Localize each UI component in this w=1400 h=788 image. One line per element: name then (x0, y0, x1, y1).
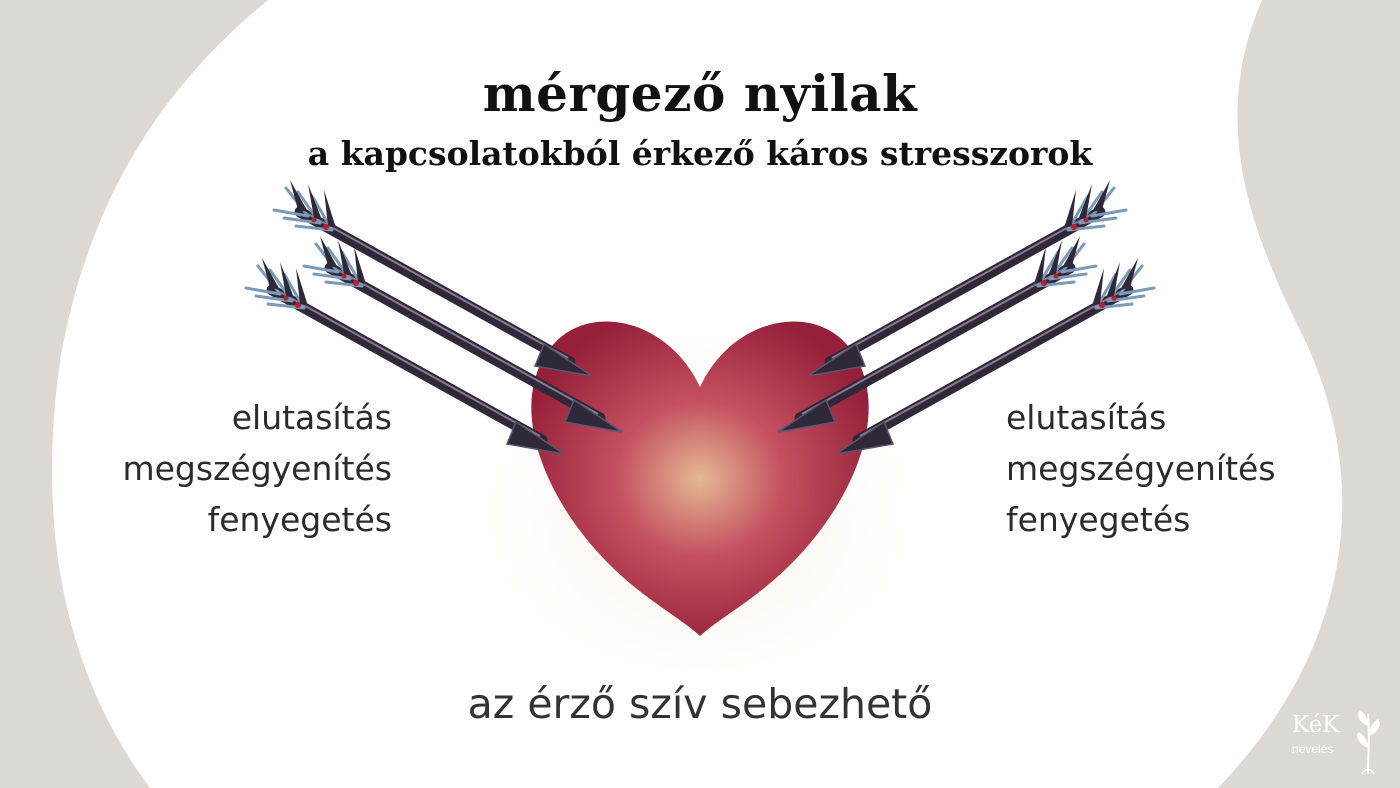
tagline: az érző szív sebezhető (467, 680, 933, 728)
logo-name: KéK (1292, 712, 1340, 738)
left-stressor-item: elutasítás (231, 398, 392, 437)
right-stressor-item: elutasítás (1006, 398, 1167, 437)
left-stressor-list: elutasítás megszégyenítés fenyegetés (122, 392, 392, 545)
left-stressor-item: megszégyenítés (122, 449, 392, 488)
heart (531, 321, 869, 636)
logo: KéK nevelés (1282, 702, 1392, 782)
page-subtitle: a kapcsolatokból érkező káros stresszoro… (307, 134, 1093, 173)
arrow-right-1 (808, 180, 1126, 376)
left-stressor-item: fenyegetés (207, 500, 392, 539)
page-title: mérgező nyilak (482, 64, 918, 123)
sprout-icon (1357, 710, 1380, 775)
logo-subtitle: nevelés (1292, 742, 1334, 756)
arrow-left-1 (274, 180, 592, 376)
right-stressor-item: megszégyenítés (1006, 449, 1276, 488)
right-stressor-item: fenyegetés (1006, 500, 1191, 539)
right-stressor-list: elutasítás megszégyenítés fenyegetés (1006, 392, 1276, 545)
